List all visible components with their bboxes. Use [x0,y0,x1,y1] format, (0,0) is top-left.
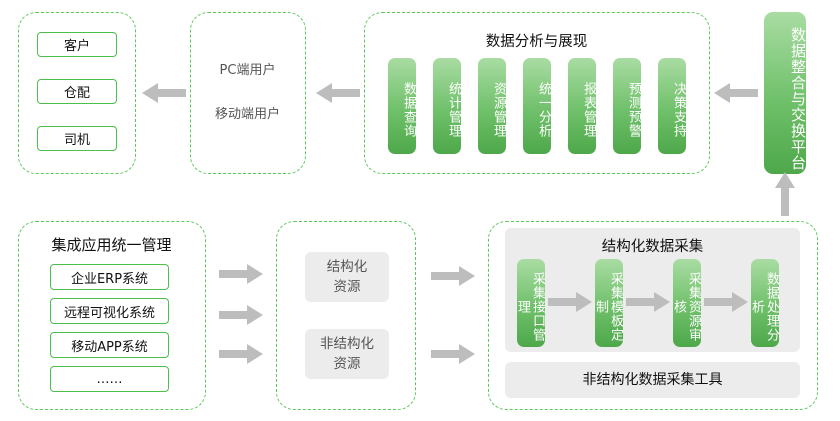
users-panel: PC端用户 移动端用户 [190,12,306,174]
arrow-platform-to-analysis [714,83,758,103]
pc-user-label: PC端用户 [219,63,276,78]
arrow-integration-to-resources [219,264,263,284]
target-customer[interactable]: 客户 [37,32,117,57]
resources-panel: 结构化 资源 非结构化 资源 [276,221,416,410]
integration-item-app[interactable]: 移动APP系统 [50,332,169,358]
analysis-panel: 数据分析与展现 数据查询 统计管理 资源管理 统一分析 报表管理 预测预警 决策… [364,12,710,174]
target-warehouse[interactable]: 仓配 [37,79,117,104]
analysis-item[interactable]: 决策支持 [658,58,686,154]
arrow-integration-to-resources [219,305,263,325]
analysis-title: 数据分析与展现 [485,34,588,50]
arrow-resources-to-collection [431,266,475,286]
collection-step[interactable]: 采集接口管理 [515,259,545,347]
unstructured-collection-tool[interactable]: 非结构化数据采集工具 [505,362,800,398]
structured-collection-panel: 结构化数据采集 [505,228,800,352]
integration-title: 集成应用统一管理 [51,236,172,254]
arrow-integration-to-resources [219,344,263,364]
collection-panel: 结构化数据采集 采集接口管理 采集模板定制 采集资源审核 数据处理分析 非结构化… [488,221,818,410]
integration-panel: 集成应用统一管理 企业ERP系统 远程可视化系统 移动APP系统 …… [18,221,206,410]
arrow-resources-to-collection [431,344,475,364]
collection-step[interactable]: 数据处理分析 [749,259,779,347]
arrow-collection-to-platform [775,172,795,216]
structured-collection-title: 结构化数据采集 [601,239,704,255]
integration-item-erp[interactable]: 企业ERP系统 [50,264,169,290]
collection-step[interactable]: 采集资源审核 [671,259,701,347]
collection-step[interactable]: 采集模板定制 [593,259,623,347]
analysis-item[interactable]: 统一分析 [523,58,551,154]
targets-panel: 客户 仓配 司机 [18,12,136,174]
analysis-item[interactable]: 预测预警 [613,58,641,154]
structured-resource[interactable]: 结构化 资源 [305,252,389,302]
analysis-item[interactable]: 数据查询 [388,58,416,154]
target-driver[interactable]: 司机 [37,126,117,151]
analysis-item[interactable]: 统计管理 [433,58,461,154]
arrow-analysis-to-users [316,83,360,103]
exchange-platform[interactable]: 数据整合与交换平台 [764,12,807,174]
arrow-users-to-targets [142,83,186,103]
mobile-user-label: 移动端用户 [214,107,280,122]
analysis-item[interactable]: 报表管理 [568,58,596,154]
unstructured-resource[interactable]: 非结构化 资源 [305,329,389,379]
analysis-item[interactable]: 资源管理 [478,58,506,154]
integration-item-remote[interactable]: 远程可视化系统 [50,298,169,324]
integration-item-more[interactable]: …… [50,366,169,392]
